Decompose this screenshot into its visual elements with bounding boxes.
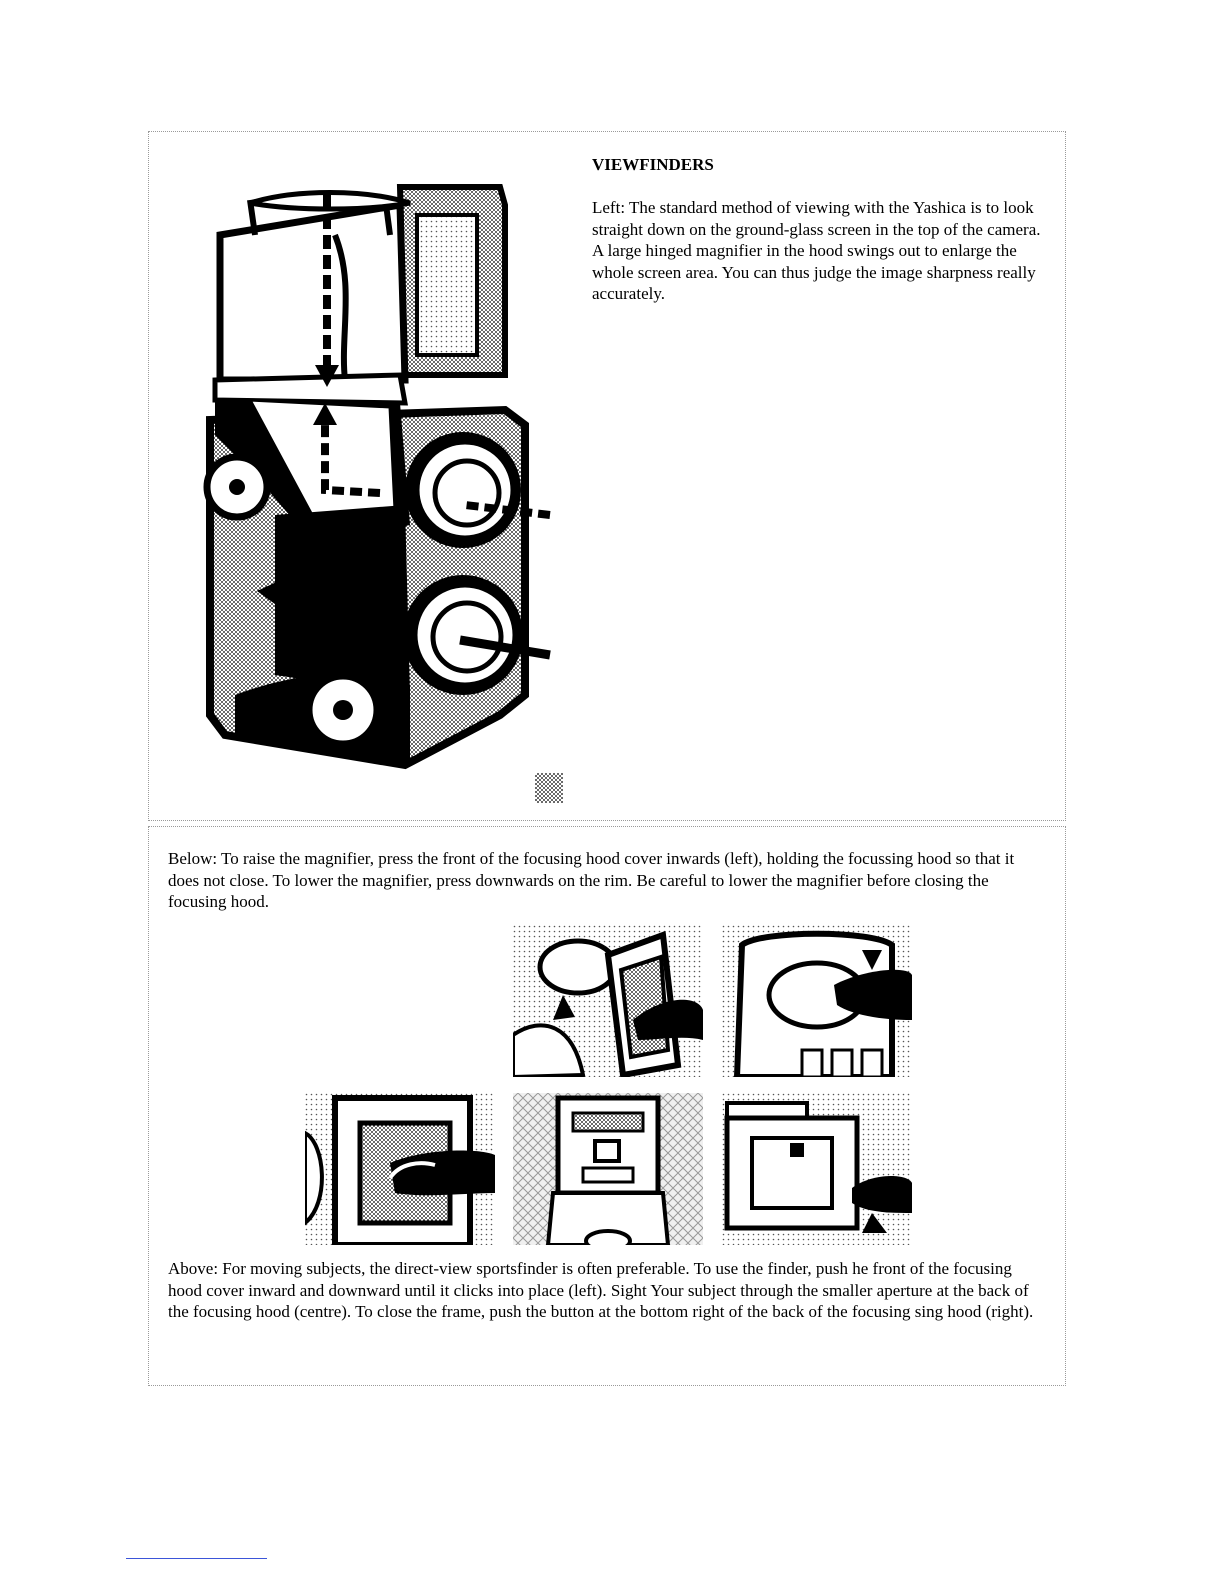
step-lower-magnifier-image [722,925,912,1077]
footnote-separator [126,1558,267,1559]
section-heading: VIEWFINDERS [592,155,714,174]
viewfinder-description: Left: The standard method of viewing wit… [592,198,1041,304]
camera-cutaway-illustration [203,184,563,803]
sportsfinder-instructions: Above: For moving subjects, the direct-v… [168,1259,1034,1322]
step-open-sportsfinder-image [305,1093,495,1245]
step-sight-subject-image [513,1093,703,1245]
viewfinder-section-frame [148,131,1066,821]
magnifier-instructions: Below: To raise the magnifier, press the… [168,849,1015,912]
instructions-section-frame [148,826,1066,1386]
halftone-swatch [535,773,563,803]
step-raise-magnifier-image [513,925,703,1077]
step-close-frame-image [722,1093,912,1245]
